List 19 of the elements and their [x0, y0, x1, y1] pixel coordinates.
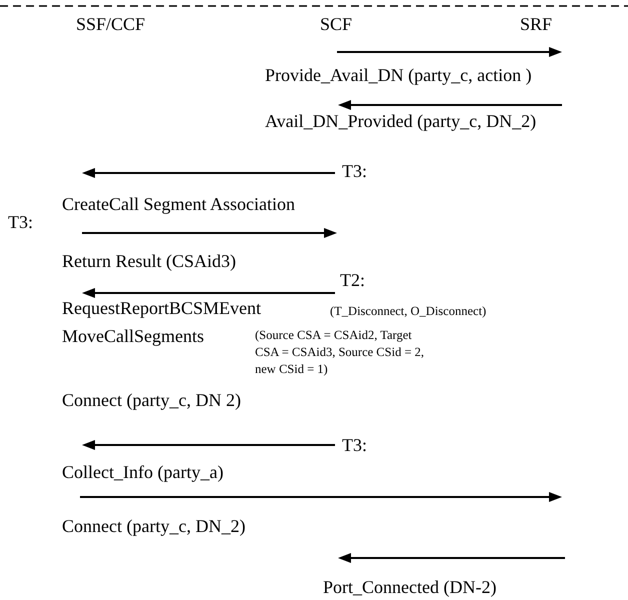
timer-label: T3: [342, 435, 367, 456]
message-label: Return Result (CSAid3) [62, 251, 236, 272]
message-label: Connect (party_c, DN_2) [62, 516, 246, 537]
parameter-text: (Source CSA = CSAid2, Target CSA = CSAid3, Source CSid = 2, new CSid = 1) [255, 327, 425, 378]
message-label: Collect_Info (party_a) [62, 462, 224, 483]
participant-name: SRF [520, 14, 552, 35]
timer-label: T3: [8, 212, 33, 233]
message-label: CreateCall Segment Association [62, 194, 295, 215]
timer-label: T2: [340, 270, 365, 291]
timer-label: T3: [342, 161, 367, 182]
message-label: Connect (party_c, DN 2) [62, 390, 241, 411]
participant-name: SCF [320, 14, 352, 35]
message-label: Provide_Avail_DN (party_c, action ) [265, 65, 532, 86]
message-label: RequestReportBCSMEvent [62, 298, 261, 319]
participant-name: SSF/CCF [76, 14, 146, 35]
message-label: Avail_DN_Provided (party_c, DN_2) [265, 111, 536, 132]
message-label: MoveCallSegments [62, 326, 204, 347]
message-label: Port_Connected (DN-2) [323, 577, 496, 598]
parameter-text: (T_Disconnect, O_Disconnect) [330, 303, 486, 320]
